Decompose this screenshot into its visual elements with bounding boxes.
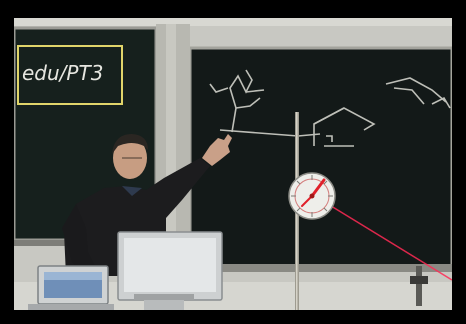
laser-source: [410, 266, 428, 306]
chalk-drawings: [209, 69, 451, 147]
laser-beam: [317, 197, 452, 281]
monitor-icon: [117, 231, 223, 310]
lecturer: [62, 134, 232, 288]
dial-icon: [288, 172, 336, 220]
lecture-photo: edu/PT3: [14, 18, 452, 310]
laptop-icon: [28, 265, 114, 310]
lecture-scene: edu/PT3: [14, 18, 452, 310]
ceiling-strip: [14, 18, 452, 26]
right-chalkboard: [188, 46, 452, 268]
pointing-hand: [202, 134, 232, 166]
board-text: edu/PT3: [22, 61, 103, 85]
chalk-box: edu/PT3: [17, 45, 123, 105]
chalk-tray: [190, 264, 452, 272]
